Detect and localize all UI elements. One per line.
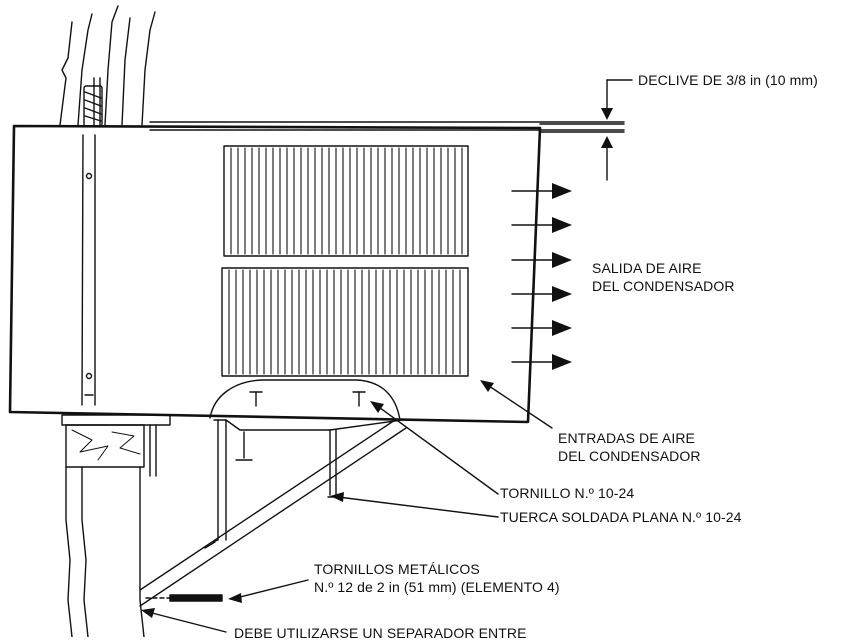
- bottom-inlet-curve: [209, 379, 401, 421]
- air-outlet-label: SALIDA DE AIRE DEL CONDENSADOR: [592, 259, 735, 295]
- spacer-note-label: DEBE UTILIZARSE UN SEPARADOR ENTRE: [234, 625, 527, 641]
- leader-arrowheads: [141, 380, 494, 618]
- side-rail: [81, 134, 96, 406]
- lower-louvres: [221, 267, 469, 377]
- ac-cabinet: [8, 124, 542, 424]
- outlet-arrows: [511, 190, 555, 363]
- metal-screw: [145, 594, 223, 602]
- upper-louvre-lines: [230, 147, 463, 255]
- metal-screws-label: TORNILLOS METÁLICOS N.º 12 de 2 in (51 m…: [314, 560, 560, 596]
- air-inlet-label-line-1: ENTRADAS DE AIRE: [558, 430, 695, 446]
- slope-label: DECLIVE DE 3/8 in (10 mm): [638, 72, 818, 88]
- nut-label: TUERCA SOLDADA PLANA N.º 10-24: [500, 509, 742, 525]
- air-outlet-label-line-1: SALIDA DE AIRE: [592, 260, 702, 276]
- top-guide-lines: [149, 121, 625, 131]
- leader-lines: [147, 383, 553, 633]
- window-sash: [59, 5, 156, 126]
- wall-section: [65, 466, 145, 637]
- lower-louvre-lines: [228, 269, 461, 375]
- air-inlet-label-line-2: DEL CONDENSADOR: [558, 448, 701, 464]
- air-outlet-label-line-2: DEL CONDENSADOR: [592, 278, 735, 294]
- metal-screws-label-line-2: N.º 12 de 2 in (51 mm) (ELEMENTO 4): [314, 579, 560, 595]
- screw-label: TORNILLO N.º 10-24: [500, 485, 635, 501]
- support-bracket: [139, 419, 407, 607]
- window-sill: [61, 414, 171, 477]
- outlet-arrowheads: [552, 183, 572, 370]
- mounting-screws: [249, 391, 366, 407]
- air-inlet-label: ENTRADAS DE AIRE DEL CONDENSADOR: [558, 429, 701, 465]
- slope-dimension: [539, 79, 633, 181]
- slope-arrowheads: [601, 108, 613, 148]
- metal-screws-label-line-1: TORNILLOS METÁLICOS: [314, 561, 480, 577]
- upper-louvres: [223, 145, 469, 257]
